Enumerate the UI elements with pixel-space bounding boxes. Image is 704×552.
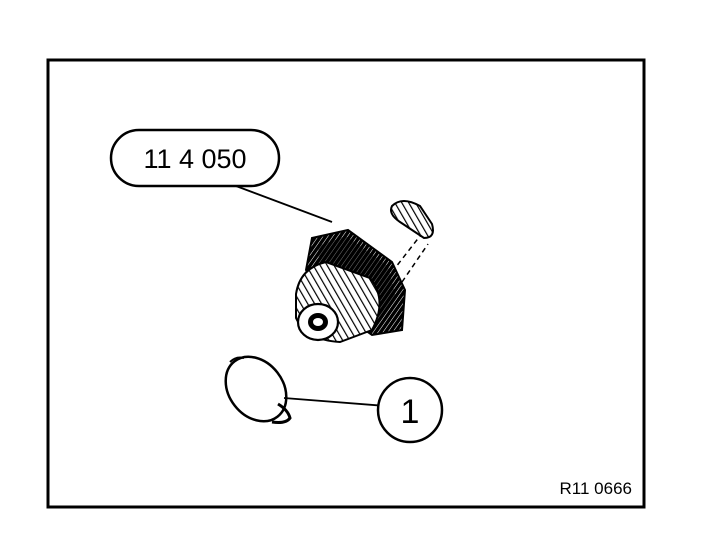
threaded-plug-illustration	[295, 200, 434, 344]
sealing-ring-outer	[224, 355, 288, 423]
sealing-ring	[224, 355, 292, 424]
reference-code: R11 0666	[560, 479, 632, 498]
tool-callout: 11 4 050	[109, 128, 333, 223]
part-callout-label: 1	[401, 393, 420, 431]
part-callout: 1	[283, 376, 444, 444]
tool-callout-label: 11 4 050	[143, 144, 246, 174]
tool-callout-leader	[235, 185, 333, 223]
part-callout-leader	[283, 397, 387, 407]
part-callout-circle	[376, 376, 444, 444]
tool-callout-capsule	[109, 128, 281, 188]
insert-piece	[390, 200, 434, 240]
